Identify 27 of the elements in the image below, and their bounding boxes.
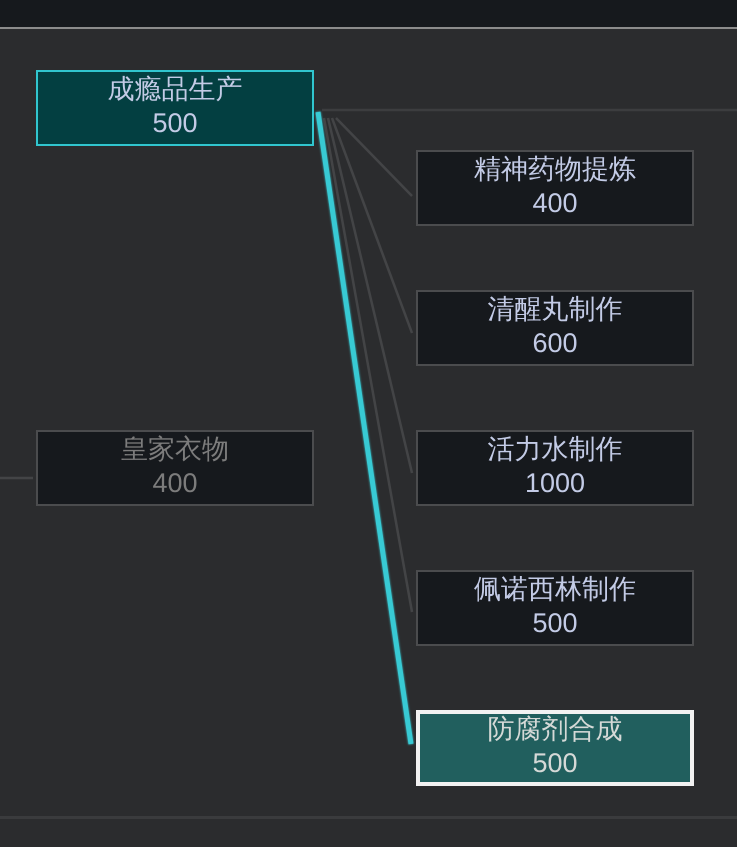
node-value: 1000 xyxy=(524,467,586,500)
node-box xyxy=(36,70,314,146)
node-title: 精神药物提炼 xyxy=(474,153,636,186)
node-box xyxy=(416,710,694,786)
connector-line xyxy=(322,118,414,612)
node-value: 600 xyxy=(532,327,578,360)
connector-line xyxy=(326,118,414,474)
node-title: 佩诺西林制作 xyxy=(474,573,636,606)
node-title: 成瘾品生产 xyxy=(108,73,242,106)
connector-line xyxy=(335,117,413,197)
node-title: 皇家衣物 xyxy=(121,433,229,466)
node-box xyxy=(416,430,694,506)
node-box xyxy=(36,430,314,506)
node-title: 防腐剂合成 xyxy=(488,713,622,746)
node-box xyxy=(416,290,694,366)
node-value: 500 xyxy=(532,747,578,780)
node-title: 清醒丸制作 xyxy=(488,293,622,326)
node-value: 400 xyxy=(152,467,198,500)
node-box xyxy=(416,570,694,646)
connector-line xyxy=(316,112,414,744)
node-title: 活力水制作 xyxy=(488,433,622,466)
node-box xyxy=(416,150,694,226)
node-value: 500 xyxy=(532,607,578,640)
node-value: 500 xyxy=(152,107,198,140)
node-value: 400 xyxy=(532,187,578,220)
connector-line xyxy=(330,118,414,334)
top-bar xyxy=(0,0,737,29)
